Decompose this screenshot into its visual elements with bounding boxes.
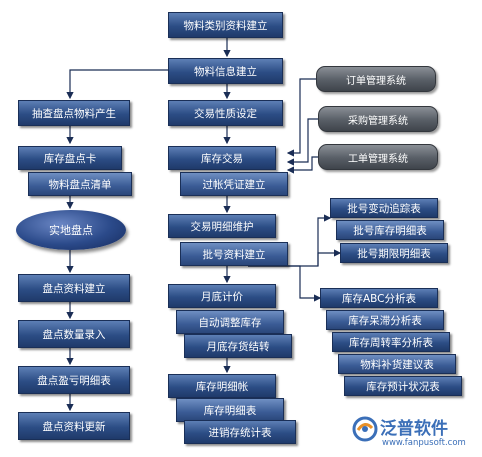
center-box-2: 物料信息建立 — [168, 58, 283, 84]
batch-report-2: 批号库存明细表 — [336, 220, 444, 240]
left-box-3: 物料盘点清单 — [28, 172, 132, 196]
analysis-report-4: 物料补货建议表 — [338, 354, 456, 374]
center-box-6: 交易明细维护 — [168, 214, 276, 238]
batch-report-3: 批号期限明细表 — [340, 243, 448, 263]
center-box-9: 自动调整库存 — [176, 310, 284, 334]
center-box-8: 月底计价 — [168, 284, 276, 308]
batch-report-1: 批号变动追踪表 — [330, 198, 438, 218]
brand-url: www.fanpusoft.com — [382, 438, 466, 448]
analysis-report-2: 库存呆滞分析表 — [326, 310, 444, 330]
system-workorder: 工单管理系统 — [318, 144, 438, 170]
center-box-3: 交易性质设定 — [168, 100, 283, 126]
center-box-10: 月底存货结转 — [184, 334, 292, 358]
system-purchase: 采购管理系统 — [318, 106, 438, 132]
left-ellipse: 实地盘点 — [16, 210, 126, 250]
center-box-12: 库存明细表 — [176, 398, 284, 422]
analysis-report-5: 库存预计状况表 — [344, 376, 462, 396]
brand-name: 泛普软件 — [380, 419, 448, 439]
brand-logo: 泛普软件 www.fanpusoft.com — [352, 412, 480, 454]
center-box-11: 库存明细帐 — [168, 374, 276, 398]
left-box-7: 盘点盈亏明细表 — [18, 366, 130, 394]
fanpu-logo-icon — [352, 416, 378, 442]
left-box-6: 盘点数量录入 — [18, 320, 130, 348]
center-box-7: 批号资料建立 — [180, 242, 288, 266]
left-box-8: 盘点资料更新 — [18, 412, 130, 440]
left-box-5: 盘点资料建立 — [18, 274, 130, 302]
analysis-report-3: 库存周转率分析表 — [332, 332, 450, 352]
system-order: 订单管理系统 — [316, 66, 436, 92]
left-box-2: 库存盘点卡 — [18, 146, 122, 170]
center-box-1: 物料类别资料建立 — [168, 12, 283, 38]
center-box-5: 过帐凭证建立 — [180, 172, 288, 196]
center-box-4: 库存交易 — [168, 146, 276, 170]
center-box-13: 进销存统计表 — [184, 420, 296, 444]
analysis-report-1: 库存ABC分析表 — [320, 288, 438, 308]
left-box-1: 抽查盘点物料产生 — [18, 100, 130, 126]
